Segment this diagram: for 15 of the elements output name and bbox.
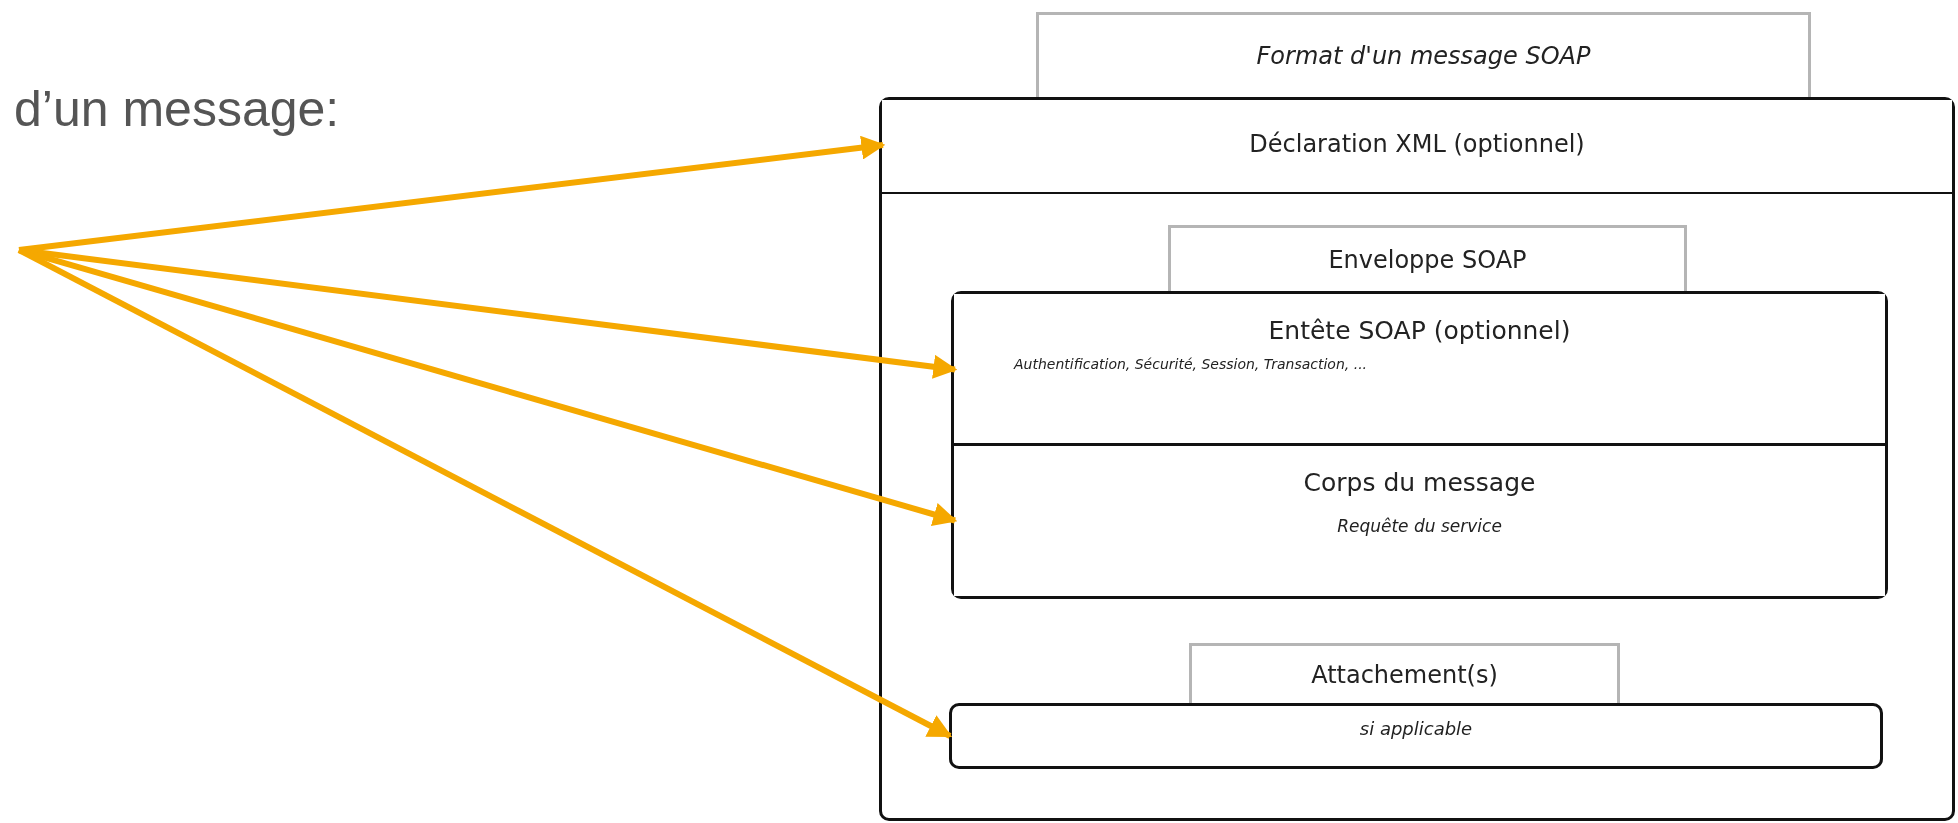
tab-label: Enveloppe SOAP [1168,225,1687,291]
arrow [18,247,958,527]
section-heading: Déclaration XML (optionnel) [1248,130,1586,158]
tab-label: Attachement(s) [1189,643,1620,703]
header-section [954,294,1885,445]
title: d’un message: [14,80,340,138]
section-heading: Corps du message [1302,468,1537,497]
section-note: Requête du service [1336,516,1503,536]
section-note: Authentification, Sécurité, Session, Transaction, ... [1014,356,1368,372]
section-note: si applicable [1358,718,1474,739]
xml-declaration-section [882,100,1952,194]
section-heading: Entête SOAP (optionnel) [1267,316,1572,345]
tab-label: Format d'un message SOAP [1036,12,1811,97]
body-section [954,445,1885,596]
arrow [17,247,953,739]
